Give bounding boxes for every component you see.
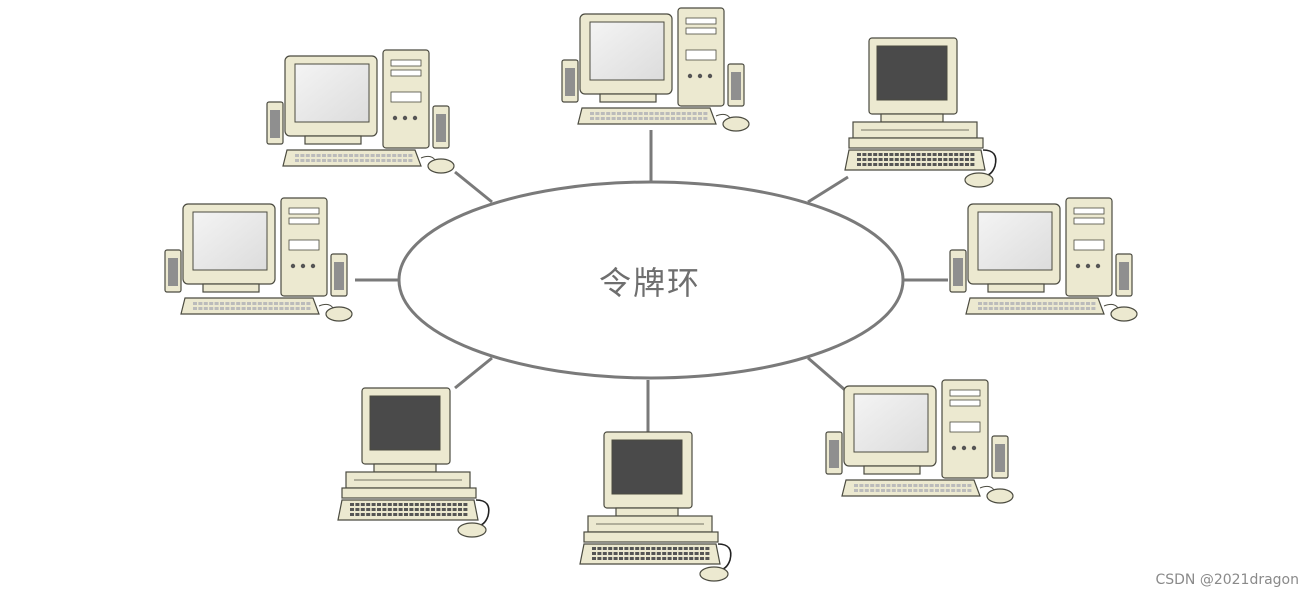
computer-nodes	[164, 7, 1138, 582]
computer-pc-bottom-left	[337, 387, 490, 538]
computer-pc-right	[949, 197, 1138, 322]
computer-pc-top-right	[844, 37, 997, 188]
link-pc-top-left	[454, 170, 493, 204]
computer-pc-top-left	[266, 49, 455, 174]
link-pc-bottom-left	[454, 356, 493, 390]
computer-pc-left	[164, 197, 353, 322]
connection-lines	[355, 130, 948, 432]
token-ring	[397, 180, 905, 380]
computer-pc-bottom-right	[825, 379, 1014, 504]
link-pc-bottom-right	[807, 356, 846, 392]
computer-pc-top	[561, 7, 750, 132]
watermark: CSDN @2021dragon	[1155, 572, 1299, 588]
link-pc-top-right	[807, 175, 849, 204]
ring-label: 令牌环	[598, 264, 701, 302]
computer-pc-bottom	[579, 431, 732, 582]
